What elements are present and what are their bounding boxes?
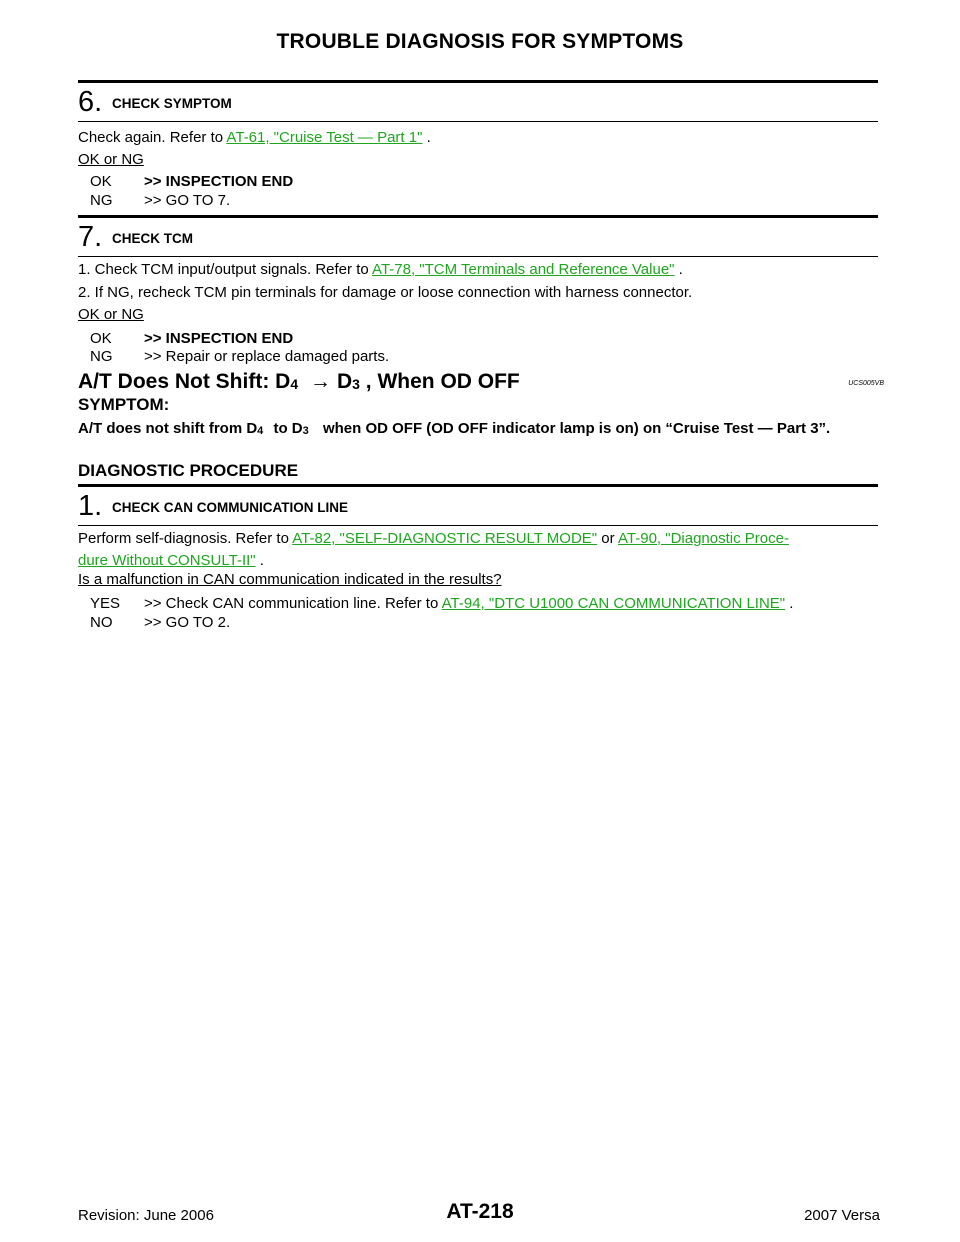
step-7-line-1: 1. Check TCM input/output signals. Refer… [78, 259, 683, 281]
answer-ok: OK >> INSPECTION END [90, 329, 293, 349]
step-number: 1. [78, 490, 103, 522]
step-1-header: 1. CHECK CAN COMMUNICATION LINE [78, 484, 878, 526]
step-6-instruction: Check again. Refer to AT-61, "Cruise Tes… [78, 127, 431, 149]
ok-or-ng-label: OK or NG [78, 151, 144, 168]
answer-value: . [785, 595, 794, 612]
step-title: CHECK SYMPTOM [112, 96, 232, 111]
ok-or-ng-label: OK or NG [78, 306, 144, 323]
answer-value: >> GO TO 7. [144, 192, 231, 209]
step-1-instruction: Perform self-diagnosis. Refer to AT-82, … [78, 528, 878, 572]
title-text: , When OD OFF [365, 370, 520, 393]
answer-key: OK [90, 173, 112, 190]
title-sub: 3 [352, 376, 360, 392]
step-number: 6. [78, 86, 103, 118]
step-title: CHECK CAN COMMUNICATION LINE [112, 500, 348, 515]
instruction-text: 1. Check TCM input/output signals. Refer… [78, 261, 373, 278]
section-title: A/T Does Not Shift: D4 →D3 , When OD OFF [78, 370, 520, 394]
section-code: UCS005VB [848, 380, 884, 387]
answer-value: >> INSPECTION END [144, 173, 294, 190]
answer-value: >> GO TO 2. [144, 614, 231, 631]
title-text: D [336, 370, 353, 393]
symptom-part: to D [273, 420, 303, 437]
can-communication-link[interactable]: AT-94, "DTC U1000 CAN COMMUNICATION LINE… [441, 595, 786, 612]
instruction-text: Check again. Refer to [78, 129, 227, 146]
answer-value: >> INSPECTION END [144, 330, 294, 347]
answer-value: >> Repair or replace damaged parts. [144, 348, 390, 365]
symptom-sub: 4 [257, 425, 264, 437]
instruction-text: . [255, 552, 264, 569]
title-sub: 4 [290, 376, 299, 392]
symptom-label: SYMPTOM: [78, 395, 170, 414]
tcm-terminals-link[interactable]: AT-78, "TCM Terminals and Reference Valu… [372, 261, 675, 278]
answer-key: NO [90, 614, 113, 631]
answer-no: NO >> GO TO 2. [90, 613, 230, 633]
answer-key: OK [90, 330, 112, 347]
answer-ok: OK >> INSPECTION END [90, 172, 293, 192]
diagnostic-procedure-label: DIAGNOSTIC PROCEDURE [78, 461, 299, 480]
answer-value: >> Check CAN communication line. Refer t… [144, 595, 442, 612]
symptom-text: A/T does not shift from D4 to D3 when OD… [78, 418, 878, 442]
title-text: A/T Does Not Shift: D [78, 370, 291, 393]
page-title: TROUBLE DIAGNOSIS FOR SYMPTOMS [276, 30, 684, 53]
answer-yes: YES >> Check CAN communication line. Refe… [90, 594, 793, 614]
symptom-sub: 3 [302, 425, 309, 437]
model-year-text: 2007 Versa [804, 1207, 880, 1224]
step-number: 7. [78, 221, 103, 253]
step-7-line-2: 2. If NG, recheck TCM pin terminals for … [78, 284, 693, 301]
answer-key: YES [90, 595, 121, 612]
answer-key: NG [90, 348, 113, 365]
step-7-header: 7. CHECK TCM [78, 215, 878, 257]
symptom-part: when OD OFF (OD OFF indicator lamp is on… [322, 420, 831, 437]
instruction-text: Perform self-diagnosis. Refer to [78, 530, 293, 547]
diagnostic-procedure-link-cont[interactable]: dure Without CONSULT-II" [78, 552, 256, 569]
arrow-icon: → [309, 370, 331, 393]
page-number: AT-218 [446, 1200, 514, 1223]
answer-ng: NG >> GO TO 7. [90, 191, 230, 211]
instruction-text: or [597, 530, 618, 547]
self-diagnostic-link[interactable]: AT-82, "SELF-DIAGNOSTIC RESULT MODE" [292, 530, 598, 547]
malfunction-question: Is a malfunction in CAN communication in… [78, 571, 502, 588]
answer-key: NG [90, 192, 113, 209]
symptom-part: A/T does not shift from D [78, 420, 258, 437]
answer-ng: NG >> Repair or replace damaged parts. [90, 347, 389, 367]
revision-text: Revision: June 2006 [78, 1207, 214, 1224]
cruise-test-link[interactable]: AT-61, "Cruise Test — Part 1" [226, 129, 423, 146]
instruction-text: . [674, 261, 683, 278]
diagnostic-procedure-link[interactable]: AT-90, "Diagnostic Proce- [618, 530, 789, 547]
step-6-header: 6. CHECK SYMPTOM [78, 80, 878, 122]
instruction-text: . [422, 129, 431, 146]
step-title: CHECK TCM [112, 231, 193, 246]
